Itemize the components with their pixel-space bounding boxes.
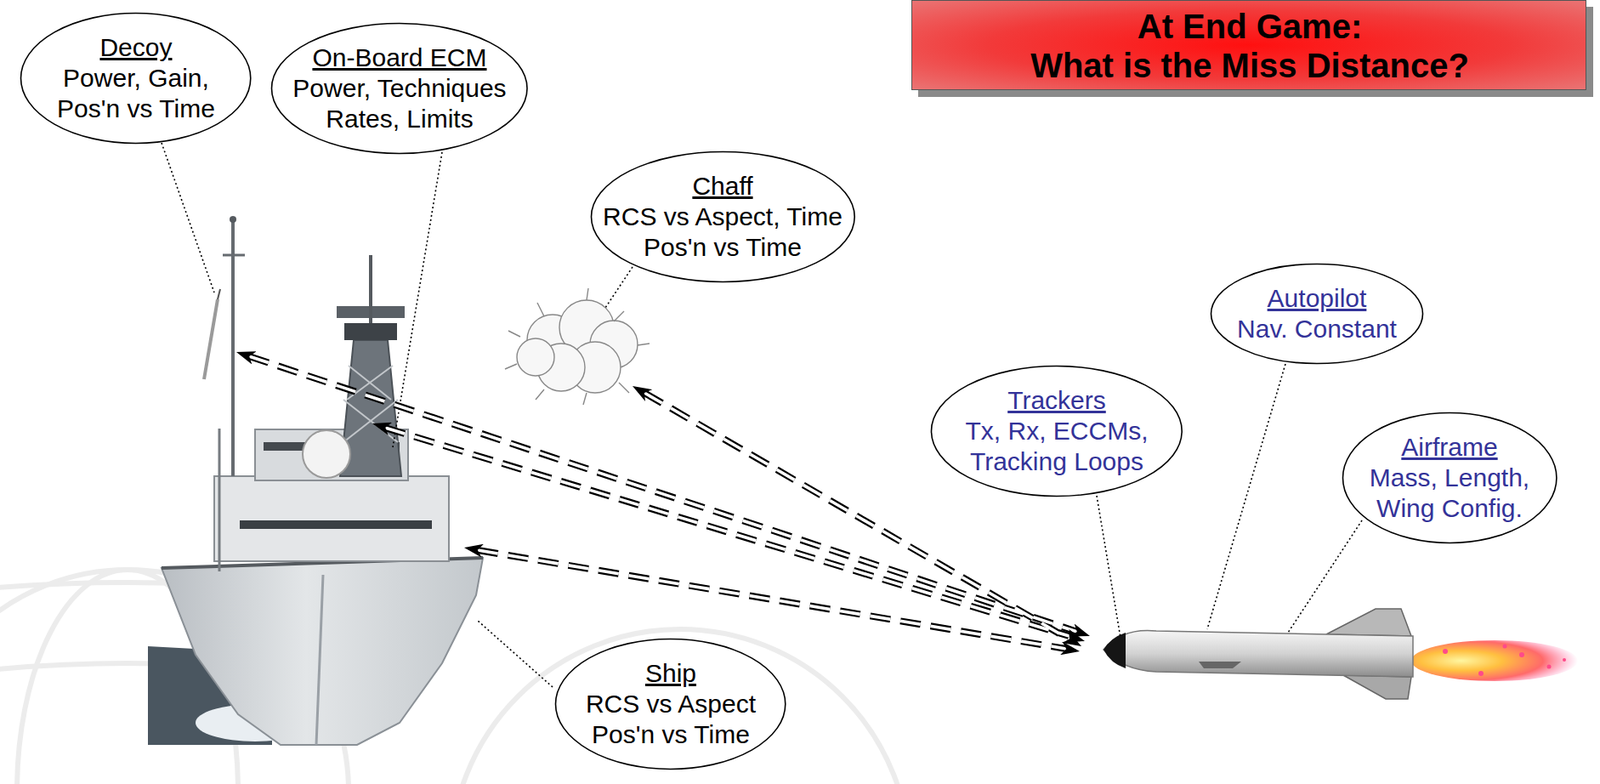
text-group: AutopilotNav. Constant bbox=[1223, 283, 1411, 345]
missile-illustration-part-part bbox=[1519, 652, 1525, 658]
ship-illustration bbox=[147, 215, 483, 745]
missile-illustration-part bbox=[1103, 632, 1126, 669]
leader-lines-part bbox=[477, 620, 553, 687]
ship-illustration-part bbox=[368, 255, 373, 324]
callout-body: Mass, Length, Wing Config. bbox=[1360, 462, 1539, 524]
ellipse-shape bbox=[931, 366, 1183, 497]
missile-illustration-part bbox=[1103, 629, 1413, 677]
callout-heading: Chaff bbox=[595, 170, 851, 202]
callout-heading: Ship bbox=[577, 658, 765, 689]
title-box: At End Game:What is the Miss Distance? bbox=[911, 0, 1587, 91]
ellipse-shape bbox=[590, 152, 855, 283]
text-group: ChaffRCS vs Aspect, Time Pos'n vs Time bbox=[595, 170, 851, 263]
callout-body: Nav. Constant bbox=[1223, 313, 1411, 345]
decoy-illustration-part bbox=[217, 289, 221, 300]
ecm-callout: On-Board ECMPower, Techniques Rates, Lim… bbox=[270, 22, 529, 155]
missile-illustration-part-part bbox=[1562, 658, 1566, 662]
autopilot-callout: AutopilotNav. Constant bbox=[1209, 262, 1425, 365]
missile-illustration-part-part bbox=[1547, 664, 1552, 670]
ellipse-shape bbox=[556, 639, 786, 770]
ship-callout: ShipRCS vs Aspect Pos'n vs Time bbox=[554, 637, 787, 771]
chaff-cloud bbox=[504, 288, 650, 405]
leader-lines-part bbox=[605, 266, 633, 308]
missile-illustration-part-part bbox=[1478, 670, 1484, 676]
ellipse-shape bbox=[1210, 264, 1423, 364]
text-group: On-Board ECMPower, Techniques Rates, Lim… bbox=[280, 42, 519, 135]
ship-illustration-part bbox=[214, 476, 449, 562]
text-group: ShipRCS vs Aspect Pos'n vs Time bbox=[577, 658, 765, 750]
ship-illustration-part bbox=[161, 557, 483, 745]
chaff-cloud-part bbox=[516, 338, 555, 376]
callout-heading: On-Board ECM bbox=[280, 42, 519, 74]
chaff-cloud-part bbox=[504, 288, 650, 405]
callout-heading: Trackers bbox=[954, 385, 1159, 416]
airframe-callout: AirframeMass, Length, Wing Config. bbox=[1341, 411, 1558, 545]
missile-illustration-part bbox=[1326, 608, 1412, 636]
ship-illustration-part bbox=[302, 430, 351, 478]
ship-illustration-part bbox=[239, 520, 432, 529]
leader-lines-part bbox=[1207, 363, 1286, 630]
ship-illustration-part bbox=[218, 428, 222, 572]
callout-body: RCS vs Aspect Pos'n vs Time bbox=[577, 688, 765, 750]
decoy-illustration-part bbox=[204, 299, 218, 380]
ellipse-outline bbox=[1209, 262, 1425, 365]
text-group: TrackersTx, Rx, ECCMs, Tracking Loops bbox=[954, 385, 1159, 477]
callout-body: Power, Techniques Rates, Limits bbox=[280, 73, 519, 135]
title-question: What is the Miss Distance? bbox=[1030, 45, 1470, 86]
text-group: AirframeMass, Length, Wing Config. bbox=[1360, 431, 1539, 524]
leader-lines-part bbox=[1287, 520, 1362, 633]
signal-arrows-part-part bbox=[464, 547, 1080, 652]
ellipse-shape bbox=[272, 23, 528, 154]
decoy-callout: DecoyPower, Gain, Pos'n vs Time bbox=[19, 11, 252, 145]
callout-heading: Airframe bbox=[1360, 431, 1539, 463]
missile-illustration-part bbox=[1343, 675, 1412, 699]
text-group: DecoyPower, Gain, Pos'n vs Time bbox=[34, 32, 239, 125]
ship-illustration-part bbox=[231, 217, 235, 477]
trackers-callout: TrackersTx, Rx, ECCMs, Tracking Loops bbox=[930, 364, 1184, 498]
ship-illustration-part bbox=[222, 254, 245, 257]
callout-heading: Decoy bbox=[34, 32, 239, 63]
missile-illustration-part bbox=[1442, 644, 1566, 677]
ship-illustration-part bbox=[229, 215, 237, 223]
leader-lines-part bbox=[161, 142, 215, 293]
missile-illustration-part-part bbox=[1442, 648, 1448, 654]
missile-illustration-part-part bbox=[1503, 644, 1508, 649]
missile-illustration bbox=[1103, 608, 1578, 699]
chaff-callout: ChaffRCS vs Aspect, Time Pos'n vs Time bbox=[590, 150, 857, 284]
leader-lines bbox=[161, 142, 1362, 687]
ellipse-shape bbox=[21, 13, 251, 144]
callout-body: Tx, Rx, ECCMs, Tracking Loops bbox=[954, 415, 1159, 477]
missile-illustration-part bbox=[1411, 640, 1578, 681]
callout-body: RCS vs Aspect, Time Pos'n vs Time bbox=[595, 201, 851, 263]
missile-illustration-part bbox=[1198, 661, 1242, 669]
text-group: At End Game:What is the Miss Distance? bbox=[1030, 6, 1470, 86]
ship-illustration-part bbox=[316, 574, 324, 745]
ellipse-shape bbox=[1342, 413, 1556, 544]
globe-watermark-part bbox=[450, 629, 910, 784]
signal-arrows-part-part bbox=[477, 550, 1067, 649]
callout-heading: Autopilot bbox=[1223, 283, 1411, 314]
title-heading: At End Game: bbox=[1030, 6, 1470, 46]
callout-body: Power, Gain, Pos'n vs Time bbox=[34, 62, 239, 125]
leader-lines-part bbox=[1096, 495, 1121, 638]
decoy-illustration bbox=[204, 289, 221, 380]
ship-illustration-part bbox=[344, 323, 398, 341]
